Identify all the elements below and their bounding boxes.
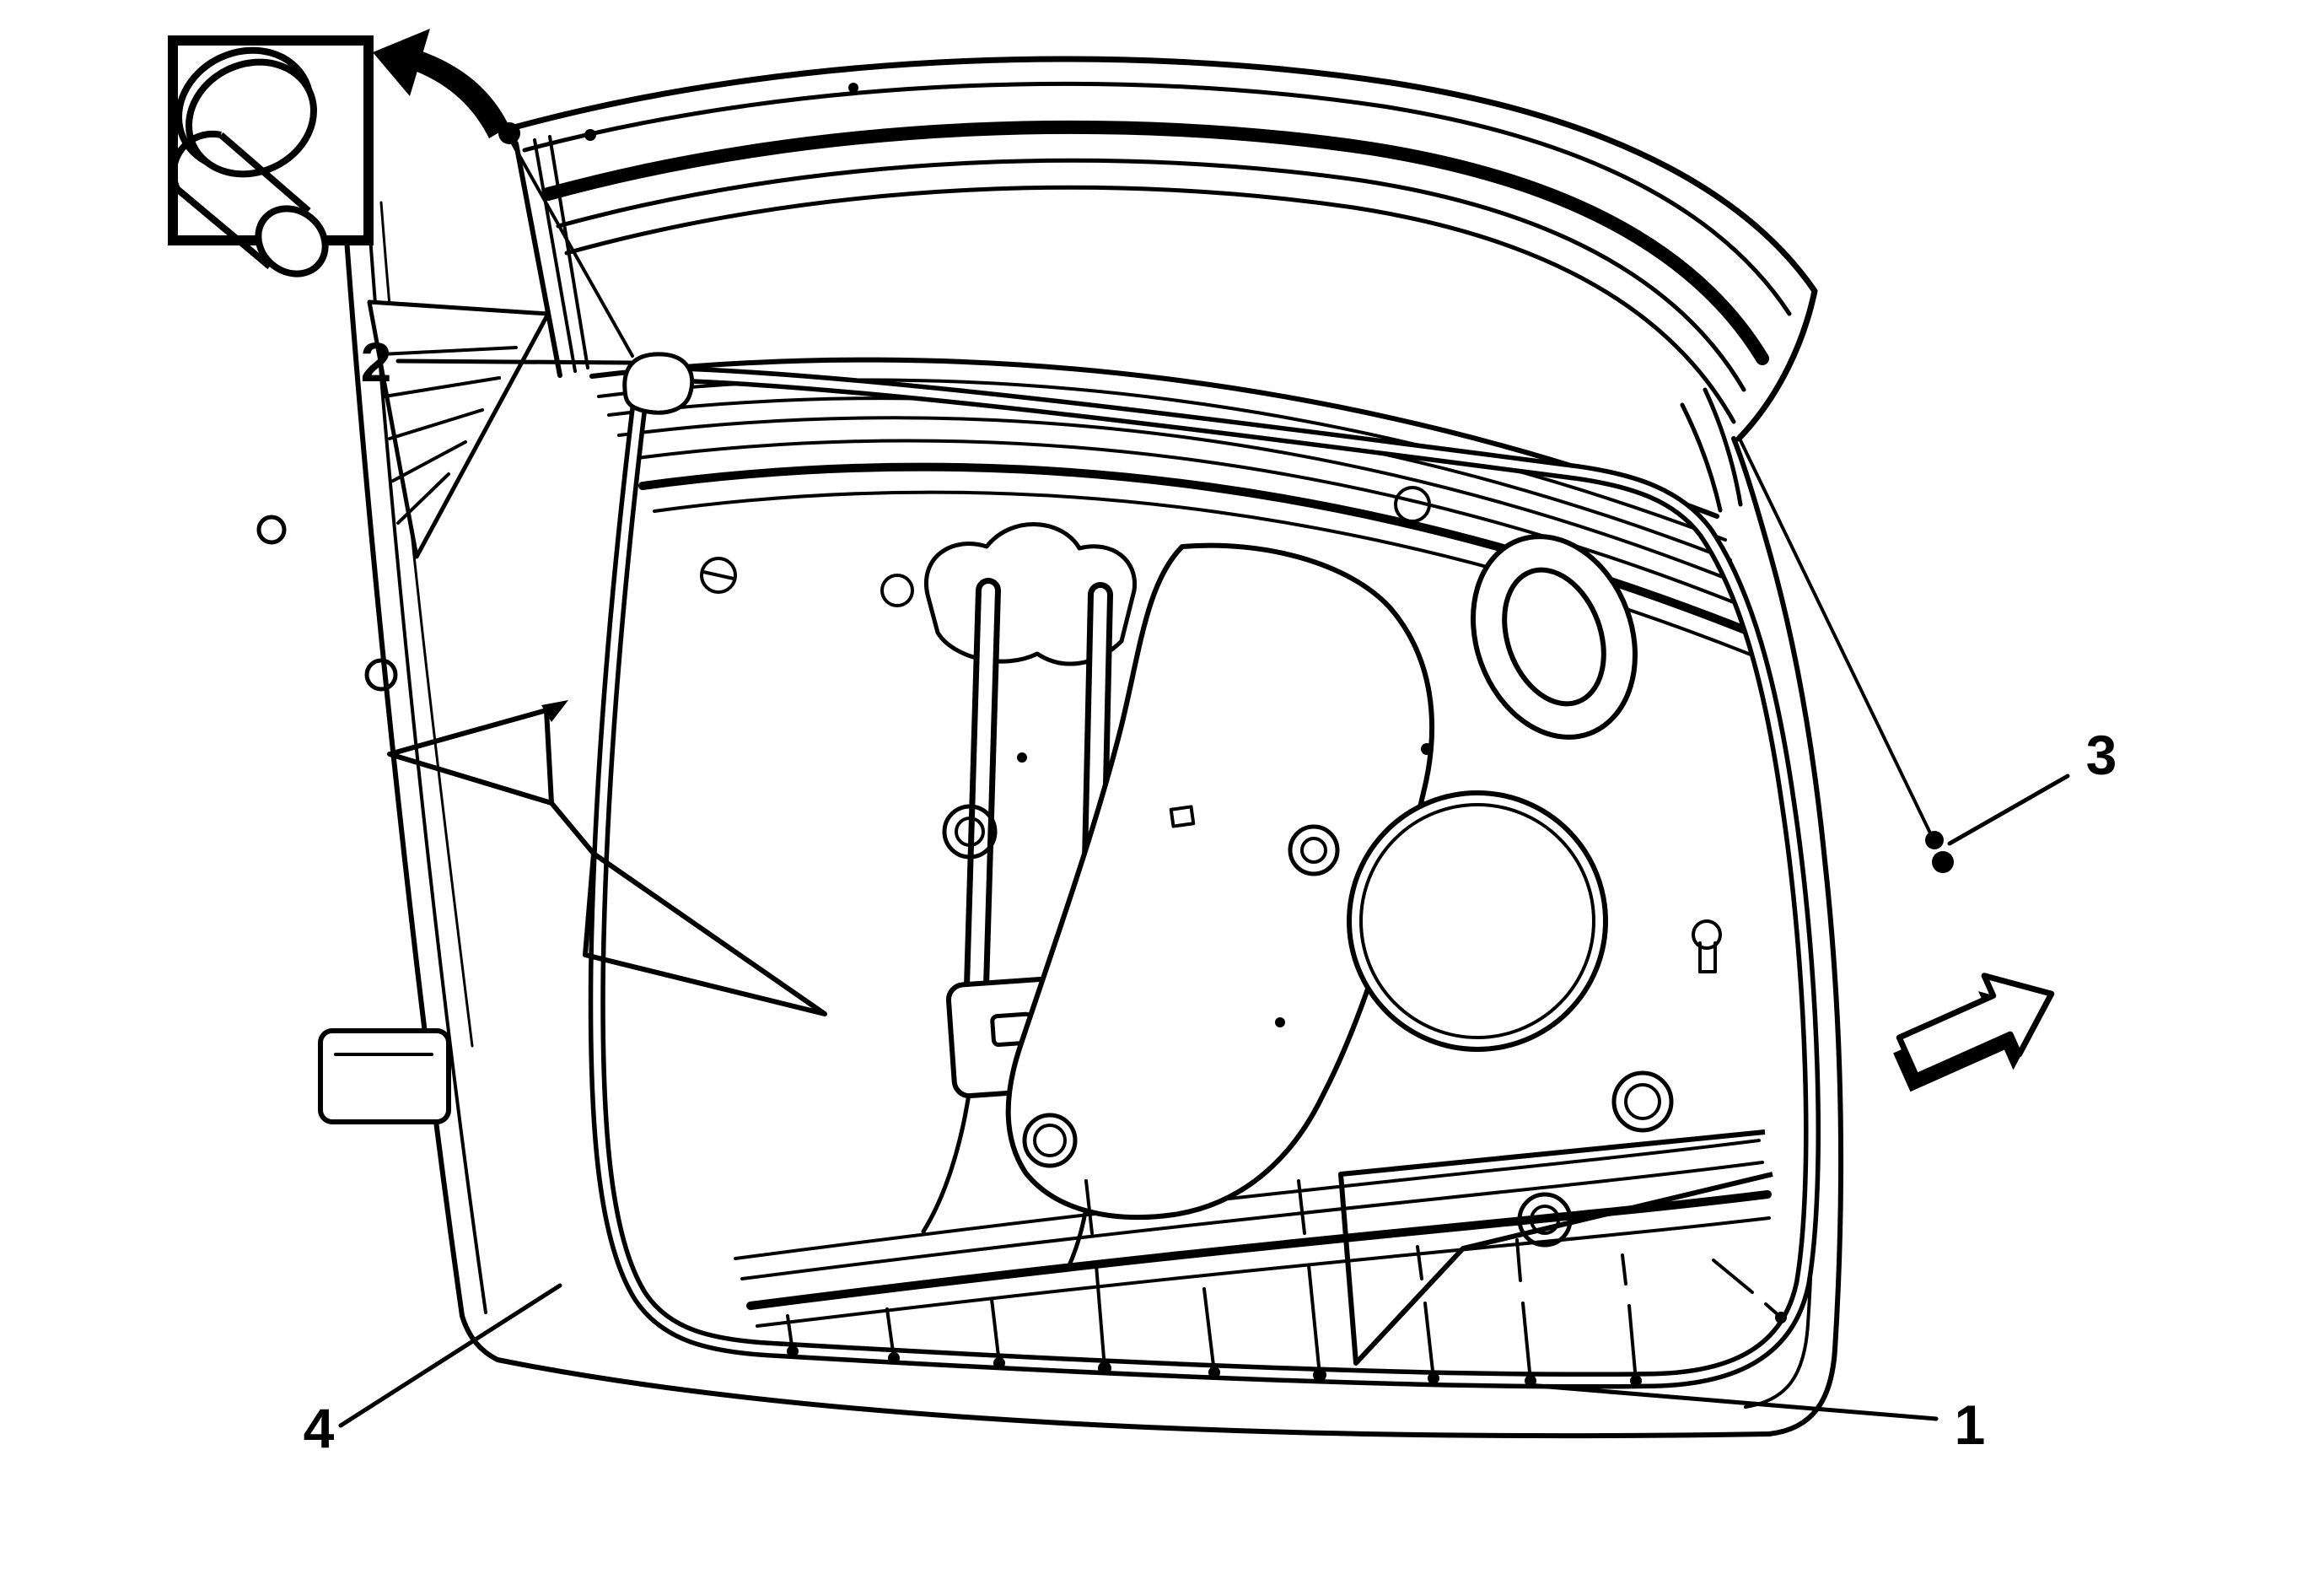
door-illustration [256, 56, 1844, 1439]
callout-3-label: 3 [2086, 724, 2117, 786]
corner-pin-line [508, 137, 634, 358]
small-arrowhead [541, 700, 568, 722]
rear-retainer-pin [1925, 831, 1954, 873]
callout-1-pointer [1338, 1129, 1773, 1366]
window-frame-front-leg [514, 135, 589, 378]
sill-band [734, 1139, 1772, 1328]
callout-1-leader [1525, 1383, 1939, 1421]
access-hole [1005, 542, 1435, 1221]
rear-pin-line [1737, 435, 1937, 845]
panel-grommets [942, 486, 1722, 1248]
direction-block-arrow [1893, 973, 2055, 1092]
callout-1-label: 1 [1955, 1393, 1986, 1456]
window-frame-header [508, 56, 1818, 442]
leader-lines [338, 122, 2070, 1428]
door-front-edge [256, 98, 551, 1318]
callout-2-leader [395, 358, 633, 365]
window-frame-rear-leg [1680, 387, 1743, 513]
callout-2-label: 2 [361, 331, 392, 393]
callout-4-label: 4 [304, 1397, 335, 1459]
weatherstrip-front-corner-piece [622, 352, 695, 415]
speaker-hole [1347, 790, 1608, 1052]
weatherstrip-retainer-pins [786, 1179, 1787, 1387]
callout-4-pointer [387, 700, 827, 1016]
callout-3-leader [1947, 774, 2070, 846]
weatherstrip-outline [588, 352, 1821, 1389]
push-pin-retainer-icon [169, 46, 329, 278]
callout-labels: 1 2 3 4 [304, 331, 2117, 1459]
retainer-detail-inset [168, 35, 374, 278]
curved-removal-arrow [373, 29, 509, 138]
callout-4-leader [338, 1283, 562, 1428]
oval-hole [1471, 534, 1638, 740]
